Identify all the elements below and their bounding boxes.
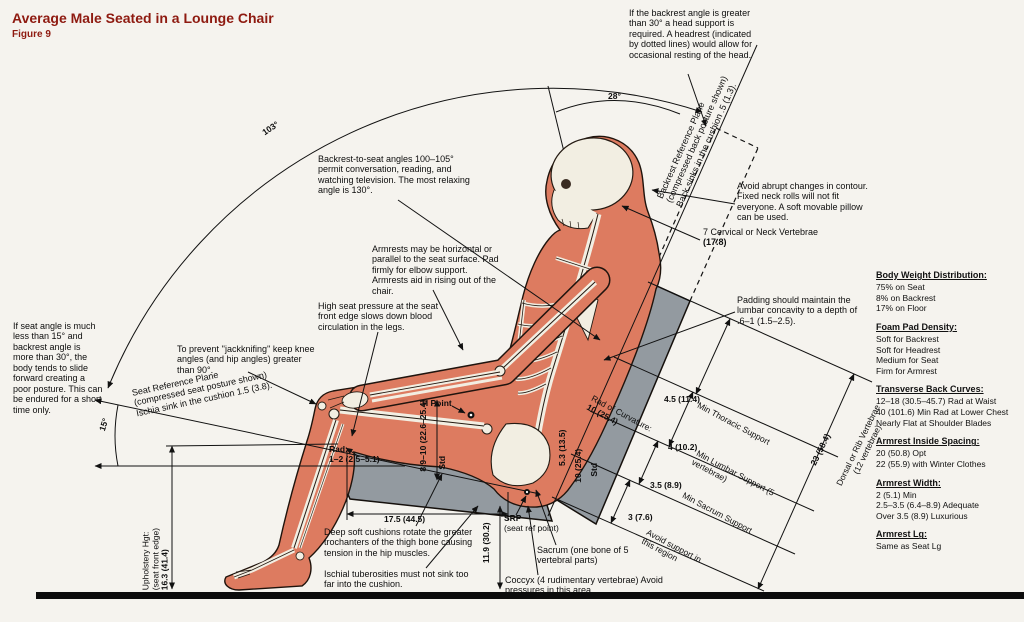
note-jackknifing: To prevent ''jackknifing'' keep knee ang…: [177, 344, 315, 375]
seat-front-radius-label: Rad: 1–2 (2.5–5.1): [329, 444, 401, 464]
note-ischial: Ischial tuberosities must not sink too f…: [324, 569, 469, 590]
ground-line: [36, 592, 1024, 599]
panel-line: 40 (101.6) Min Rad at Lower Chest: [876, 407, 1009, 417]
panel-heading: Armrest Lg:: [876, 529, 928, 540]
note-armrests: Armrests may be horizontal or parallel t…: [372, 244, 499, 296]
note-cervical-vertebrae: 7 Cervical or Neck Vertebrae (17.8): [703, 227, 863, 248]
panel-line: 22 (55.9) with Winter Clothes: [876, 458, 986, 469]
support-avoid-dim: 3 (7.6): [628, 512, 653, 522]
dim-spine-b: 10 (25.4): [573, 448, 584, 483]
patella: [317, 401, 327, 411]
dim-line: SRP: [504, 513, 522, 523]
panel-heading: Armrest Inside Spacing:: [876, 436, 980, 447]
panel-heading: Armrest Width:: [876, 477, 941, 488]
spec-panel: Body Weight Distribution: 75% on Seat 8%…: [876, 262, 1022, 552]
dim-seat-depth: 17.5 (44.5): [384, 514, 426, 524]
panel-line: 2 (5.1) Min: [876, 489, 917, 500]
note-sacrum: Sacrum (one bone of 5 vertebral parts): [537, 545, 629, 566]
panel-line: 12–18 (30.5–45.7) Rad at Waist: [876, 396, 997, 407]
note-line: 7 Cervical or Neck Vertebrae: [703, 227, 819, 237]
panel-line: 20 (50.8) Opt: [876, 448, 927, 459]
hand-bones: [341, 391, 369, 409]
panel-line: Soft for Backrest: [876, 333, 939, 344]
dim-spine-a: 5.3 (13.5): [557, 429, 568, 466]
note-lumbar-padding: Padding should maintain the lumbar conca…: [737, 295, 858, 326]
pelvis: [490, 422, 551, 487]
note-coccyx: Coccyx (4 rudimentary vertebrae) Avoid p…: [505, 575, 663, 596]
eye-socket: [561, 179, 571, 189]
note-backrest-angles: Backrest-to-seat angles 100–105° permit …: [318, 154, 470, 196]
note-seat-angle: If seat angle is much less than 15° and …: [13, 321, 103, 415]
panel-line: 17% on Floor: [876, 303, 927, 314]
panel-line: 75% on Seat: [876, 282, 925, 292]
panel-line: Firm for Armrest: [876, 365, 937, 376]
h-point-label: H Point: [422, 398, 452, 408]
cervical-dim: (17.8): [703, 237, 727, 248]
panel-line: Over 3.5 (8.9) Luxurious: [876, 510, 968, 521]
dim-seat-height: 8.9–10 (22.6–25.4): [418, 399, 429, 472]
dim-srp-height: 11.9 (30.2): [481, 522, 492, 564]
dimension-lines: [94, 44, 873, 592]
note-neck-contour: Avoid abrupt changes in contour. Fixed n…: [737, 181, 868, 223]
reference-arc: [107, 87, 703, 389]
panel-line: 8% on Backrest: [876, 292, 936, 303]
support-sacrum-dim: 3.5 (8.9): [650, 480, 682, 490]
dim-spine-std: Std: [589, 462, 600, 477]
panel-line: Soft for Headrest: [876, 344, 941, 355]
seat-reference-plane-line: [94, 398, 541, 495]
knee-joint: [328, 408, 340, 420]
panel-line: Medium for Seat: [876, 355, 939, 366]
panel-line: Same as Seat Lg: [876, 541, 942, 552]
angle-28-label: 28°: [608, 91, 621, 101]
panel-heading: Body Weight Distribution:: [876, 270, 987, 280]
note-headrest: If the backrest angle is greater than 30…: [629, 8, 753, 60]
support-thoracic-dim: 4.5 (11.4): [664, 394, 700, 404]
panel-heading: Transverse Back Curves:: [876, 384, 984, 395]
angle-28-arc: [555, 100, 681, 115]
support-lumbar-dim: 4 (10.2): [668, 442, 698, 452]
dim-upholstery-height: Upholstery Hgt: (seat front edge) 16.3 (…: [141, 480, 171, 591]
panel-line: 2.5–3.5 (6.4–8.9) Adequate: [876, 500, 980, 511]
dim-line: (seat ref point): [504, 522, 559, 533]
heel-bone: [295, 551, 305, 561]
dim-line: 16.3 (41.4): [159, 549, 170, 591]
dim-line: 1–2 (2.5–5.1): [329, 453, 380, 464]
dim-line: Rad:: [329, 444, 348, 454]
reference-points: [467, 411, 530, 495]
panel-line: Nearly Flat at Shoulder Blades: [876, 417, 992, 428]
figure-label: Figure 9: [12, 29, 51, 40]
note-seat-pressure: High seat pressure at the seat front edg…: [318, 301, 439, 332]
angle-15-arc: [114, 404, 119, 467]
note-deep-cushions: Deep soft cushions rotate the greater tr…: [324, 527, 473, 558]
backrest-reference-plane-line: [547, 44, 758, 517]
dim-seat-height-std: Std: [437, 455, 448, 470]
page-title: Average Male Seated in a Lounge Chair: [12, 10, 274, 26]
panel-heading: Foam Pad Density:: [876, 321, 958, 332]
srp-label: SRP (seat ref point): [504, 513, 562, 533]
